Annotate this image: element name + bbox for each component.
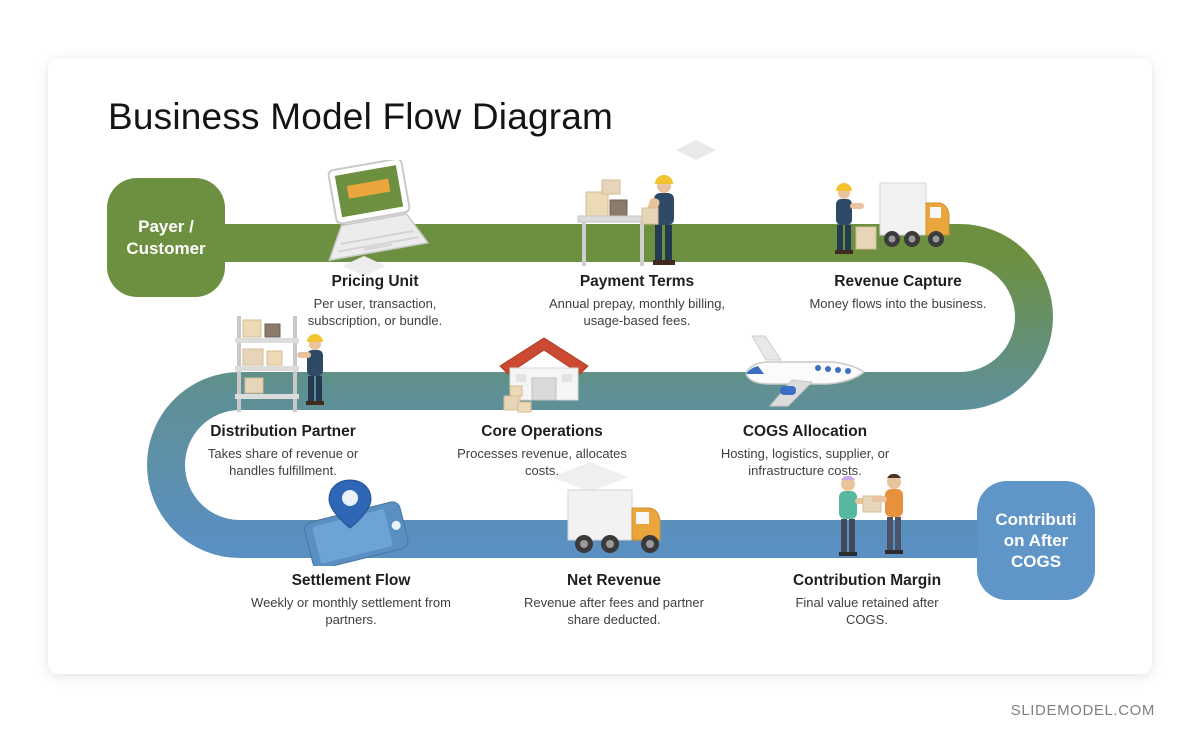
handoff-icon [818,468,918,569]
chevron-decoration [342,256,386,276]
stage-core-operations: Core Operations Processes revenue, alloc… [422,423,662,480]
stage-pricing-unit: Pricing Unit Per user, transaction, subs… [255,273,495,330]
stage-title: Net Revenue [567,572,661,589]
brand-watermark: SLIDEMODEL.COM [1010,702,1155,719]
stage-desc: Weekly or monthly settlement from partne… [251,595,451,627]
warehouse-icon [486,330,602,423]
shelf-rack-icon [227,310,337,423]
end-terminal-contribution-after-cogs: Contributi on After COGS [977,481,1095,600]
terminal-line: Payer / [138,217,194,237]
worker-figure [297,334,324,405]
terminal-line: Contributi [995,509,1077,529]
slide-card [48,58,1152,674]
stage-title: Settlement Flow [291,572,411,589]
stage-net-revenue: Net Revenue Revenue after fees and partn… [494,572,734,629]
stage-cogs-allocation: COGS Allocation Hosting, logistics, supp… [685,423,925,480]
packing-table-icon [572,168,692,273]
laptop-icon [310,157,434,273]
stage-title: Distribution Partner [210,423,356,440]
worker-figure [835,183,864,254]
person-right [872,473,903,554]
stage-title: Core Operations [481,423,603,440]
stage-desc: Takes share of revenue or handles fulfil… [207,446,359,478]
airplane-icon [736,322,876,423]
terminal-line: COGS [1010,552,1062,572]
terminal-line: Customer [126,238,206,258]
stage-title: Payment Terms [579,273,695,290]
truck-loading-icon [822,165,952,272]
stage-title: Contribution Margin [792,572,942,589]
start-terminal-payer-customer: Payer / Customer [107,178,225,297]
stage-desc: Revenue after fees and partner share ded… [524,595,704,627]
phone-pin-icon [288,474,418,571]
stage-title: Pricing Unit [331,273,419,290]
person-left [839,475,870,556]
stage-desc: Final value retained after COGS. [795,595,939,627]
stage-desc: Processes revenue, allocates costs. [457,446,627,478]
terminal-line: on After [1003,530,1069,550]
chevron-decoration [676,140,716,160]
stage-contribution-margin: Contribution Margin Final value retained… [747,572,987,629]
stage-revenue-capture: Revenue Capture Money flows into the bus… [778,273,1018,313]
stage-desc: Money flows into the business. [809,296,987,311]
stage-desc: Per user, transaction, subscription, or … [307,296,443,328]
stage-payment-terms: Payment Terms Annual prepay, monthly bil… [517,273,757,330]
worker-figure [641,175,675,265]
chevron-decoration [552,462,628,492]
stage-settlement-flow: Settlement Flow Weekly or monthly settle… [231,572,471,629]
stage-distribution-partner: Distribution Partner Takes share of reve… [163,423,403,480]
stage-desc: Hosting, logistics, supplier, or infrast… [720,446,890,478]
delivery-truck-icon [558,474,678,569]
stage-title: Revenue Capture [834,273,962,290]
page-title: Business Model Flow Diagram [108,96,614,137]
stage-title: COGS Allocation [742,423,868,440]
stage-desc: Annual prepay, monthly billing, usage-ba… [548,296,726,328]
